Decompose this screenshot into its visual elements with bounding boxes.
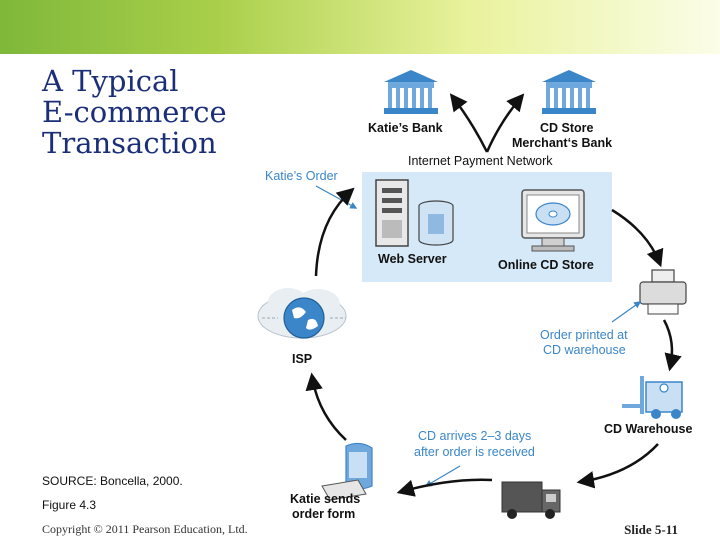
isp-label: ISP xyxy=(292,352,312,366)
cd-store-bank-label-line2: Merchant‘s Bank xyxy=(512,136,612,150)
flow-arrow-store-to-printer xyxy=(611,208,664,268)
katie-sends-label-line1: Katie sends xyxy=(290,492,360,506)
online-cd-store-label: Online CD Store xyxy=(498,258,594,272)
flow-arrow-katie-to-isp xyxy=(305,372,347,441)
figure-label: Figure 4.3 xyxy=(42,498,97,512)
online-cd-store-icon xyxy=(521,189,585,252)
cd-store-bank-label-line1: CD Store xyxy=(540,121,594,135)
flow-arrow-isp-to-order xyxy=(314,187,355,277)
title-line-1: A Typical xyxy=(42,64,179,98)
delivery-truck-icon xyxy=(501,481,561,519)
forklift-icon xyxy=(622,376,683,419)
katies-bank-icon xyxy=(384,70,438,114)
web-server-icon xyxy=(375,179,454,247)
cd-store-bank-icon xyxy=(542,70,596,114)
katie-sends-label-line2: order form xyxy=(292,507,355,521)
payment-network-label: Internet Payment Network xyxy=(408,154,553,168)
header-band xyxy=(0,0,720,54)
title-line-2: E-commerce xyxy=(42,95,227,129)
order-printed-pointer xyxy=(611,301,642,323)
katie-computer-icon xyxy=(321,442,373,501)
flow-arrow-warehouse-to-truck xyxy=(576,443,659,489)
flow-arrow-truck-to-katie xyxy=(396,478,493,497)
cd-arrives-label-line2: after order is received xyxy=(414,445,535,459)
slide-title: A Typical E-commerce Transaction xyxy=(42,66,272,159)
katies-bank-label: Katie’s Bank xyxy=(368,121,443,135)
flow-arrow-printer-to-warehouse xyxy=(662,319,682,372)
payment-arrow-left xyxy=(449,93,489,153)
order-printed-label-line1: Order printed at xyxy=(540,328,628,342)
copyright-note: Copyright © 2011 Pearson Education, Ltd. xyxy=(42,522,248,536)
slide-number: Slide 5-11 xyxy=(624,522,678,537)
cd-arrives-pointer xyxy=(424,465,461,487)
title-line-3: Transaction xyxy=(42,126,217,160)
web-server-label: Web Server xyxy=(378,252,447,266)
printer-icon xyxy=(639,269,687,315)
katies-order-pointer xyxy=(315,185,358,209)
order-printed-label-line2: CD warehouse xyxy=(543,343,626,357)
cd-arrives-label-line1: CD arrives 2–3 days xyxy=(418,429,531,443)
isp-globe-icon xyxy=(257,288,347,339)
cd-warehouse-label: CD Warehouse xyxy=(604,422,692,436)
katies-order-label: Katie’s Order xyxy=(265,169,338,183)
source-note: SOURCE: Boncella, 2000. xyxy=(42,474,183,488)
payment-arrow-right xyxy=(485,93,525,153)
